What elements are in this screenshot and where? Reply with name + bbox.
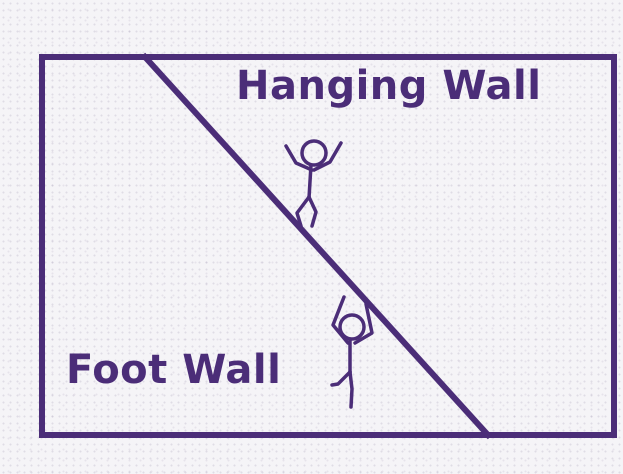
hanging-wall-figure-icon bbox=[286, 141, 341, 226]
foot-wall-label: Foot Wall bbox=[66, 350, 281, 390]
hanging-wall-label: Hanging Wall bbox=[236, 66, 541, 106]
foot-wall-figure-icon bbox=[332, 297, 372, 407]
